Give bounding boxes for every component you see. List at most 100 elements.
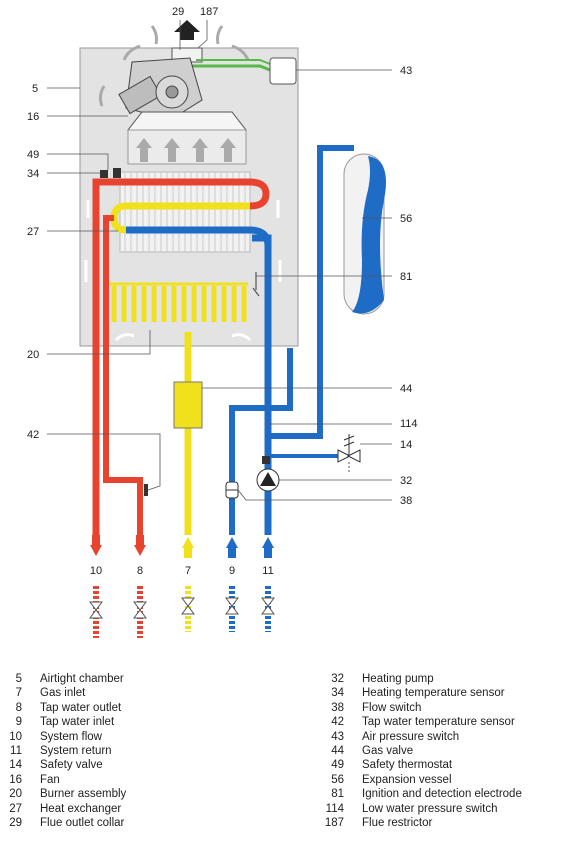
callout-187: 187 <box>200 6 218 18</box>
legend-item: 9 Tap water inlet <box>0 715 300 729</box>
legend-item: 32 Heating pump <box>300 672 563 686</box>
legend-label: Flue restrictor <box>362 816 433 829</box>
legend-label: Flow switch <box>362 701 422 714</box>
callout-114: 114 <box>400 418 418 430</box>
callout-16: 16 <box>27 111 39 123</box>
legend-label: System flow <box>40 730 102 743</box>
legend-number: 114 <box>325 802 344 815</box>
callout-38: 38 <box>400 495 412 507</box>
fan <box>118 57 203 121</box>
heating-pump <box>256 468 280 492</box>
flue-gas-arrows <box>136 138 236 162</box>
legend-item: 27 Heat exchanger <box>0 802 300 816</box>
legend-item: 44 Gas valve <box>300 744 563 758</box>
low-water-pressure-switch <box>262 456 270 464</box>
safety-valve <box>337 434 361 474</box>
legend-number: 5 <box>15 673 22 685</box>
tap-water-outlet-pipe <box>103 215 143 535</box>
legend-number: 8 <box>15 701 22 714</box>
legend-label: Ignition and detection electrode <box>362 788 522 801</box>
tap-water-temperature-sensor <box>144 484 148 496</box>
legend-label: Flue outlet collar <box>40 816 125 829</box>
expansion-vessel-pipe <box>268 145 354 439</box>
legend-item: 187 Flue restrictor <box>300 816 563 830</box>
legend-number: 14 <box>9 759 22 772</box>
legend-item: 11 System return <box>0 744 300 758</box>
legend-item: 114 Low water pressure switch <box>300 802 563 816</box>
legend-item: 29 Flue outlet collar <box>0 816 300 830</box>
burner-assembly <box>111 286 247 322</box>
legend-number: 32 <box>331 673 344 685</box>
expansion-vessel <box>343 153 386 315</box>
legend-number: 16 <box>9 773 22 786</box>
legend-number: 34 <box>331 687 344 700</box>
legend-item: 8 Tap water outlet <box>0 701 300 715</box>
legend-label: Fan <box>40 773 60 786</box>
boiler-schematic: 10 8 7 9 11 <box>27 6 418 638</box>
callout-56: 56 <box>400 213 412 225</box>
legend-number: 49 <box>331 759 344 772</box>
legend-label: System return <box>40 744 112 757</box>
legend-number: 20 <box>9 788 22 801</box>
connection-arrows <box>90 535 274 558</box>
legend-number: 38 <box>331 701 344 714</box>
legend-label: Gas valve <box>362 744 414 757</box>
callout-43: 43 <box>400 65 412 77</box>
pressure-tube <box>164 64 271 72</box>
legend-label: Expansion vessel <box>362 773 452 786</box>
callout-34: 34 <box>27 168 39 180</box>
legend-number: 29 <box>9 816 22 829</box>
legend-number: 56 <box>331 773 344 786</box>
connection-label-9: 9 <box>229 565 235 577</box>
legend-label: Safety valve <box>40 759 103 772</box>
callout-14: 14 <box>400 439 412 451</box>
callout-49: 49 <box>27 149 39 161</box>
callouts: 29 187 5 16 49 34 27 20 42 43 56 81 44 1… <box>27 6 418 507</box>
legend-number: 7 <box>15 687 22 700</box>
legend-item: 49 Safety thermostat <box>300 758 563 772</box>
callout-42: 42 <box>27 429 39 441</box>
legend-label: Air pressure switch <box>362 730 460 743</box>
legend-number: 11 <box>10 744 22 757</box>
leader-lines <box>47 20 392 501</box>
legend-number: 27 <box>9 802 22 815</box>
callout-44: 44 <box>400 383 412 395</box>
air-intake-arrows <box>98 25 250 107</box>
internal-airflow <box>84 200 282 342</box>
connection-label-8: 8 <box>137 565 143 577</box>
legend-label: Heating temperature sensor <box>362 687 505 700</box>
system-flow-pipe <box>92 178 100 535</box>
legend-number: 187 <box>324 816 344 829</box>
connection-label-11: 11 <box>262 565 273 577</box>
isolation-valves <box>89 586 275 638</box>
ignition-electrode <box>252 272 260 297</box>
legend-label: Tap water inlet <box>40 716 115 729</box>
connection-label-10: 10 <box>90 565 102 577</box>
legend-item: 16 Fan <box>0 773 300 787</box>
callout-27: 27 <box>27 226 39 238</box>
heat-exchanger <box>100 171 272 253</box>
legend-label: Low water pressure switch <box>362 802 498 815</box>
tap-water-inlet-pipe <box>229 348 293 535</box>
legend-label: Tap water temperature sensor <box>362 716 515 729</box>
legend-label: Burner assembly <box>40 788 127 801</box>
legend-number: 10 <box>9 730 22 743</box>
legend-number: 9 <box>15 716 22 729</box>
legend-number: 44 <box>331 744 344 757</box>
callout-5: 5 <box>32 83 38 95</box>
legend-number: 42 <box>331 716 344 729</box>
pressure-tube-2 <box>196 59 271 65</box>
legend-label: Safety thermostat <box>362 759 453 772</box>
legend-label: Heating pump <box>362 673 434 685</box>
legend-label: Heat exchanger <box>40 802 122 815</box>
connection-labels: 10 8 7 9 11 <box>90 565 274 577</box>
legend-label: Tap water outlet <box>40 701 122 714</box>
gas-valve <box>173 381 203 429</box>
legend-item: 38 Flow switch <box>300 701 563 715</box>
